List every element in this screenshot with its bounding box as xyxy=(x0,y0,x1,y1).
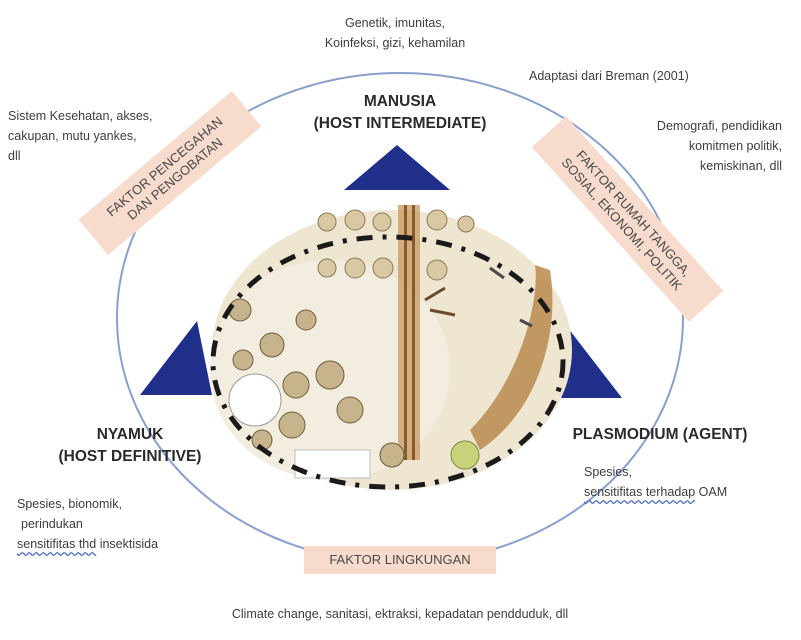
note-bottom-right-tail: OAM xyxy=(699,485,727,499)
note-bottom-left-line-2: perindukan xyxy=(17,514,158,534)
note-bottom-left-tail: insektisida xyxy=(100,537,158,551)
note-right-top-line-2: komitmen politik, xyxy=(586,136,782,156)
node-nyamuk-line-2: (HOST DEFINITIVE) xyxy=(35,446,225,468)
note-left-top-line-2: cakupan, mutu yankes, xyxy=(8,126,153,146)
note-top-center: Genetik, imunitas, Koinfeksi, gizi, keha… xyxy=(290,13,500,53)
note-bottom-right-line-2: sensitifitas terhadap OAM xyxy=(584,482,727,502)
note-left-top: Sistem Kesehatan, akses, cakupan, mutu y… xyxy=(8,106,153,166)
note-bottom-left-underlined: sensitifitas thd xyxy=(17,537,96,551)
note-left-top-line-3: dll xyxy=(8,146,153,166)
node-plasmodium: PLASMODIUM (AGENT) xyxy=(550,424,770,446)
source-note: Adaptasi dari Breman (2001) xyxy=(529,66,689,86)
note-bottom-left-line-1: Spesies, bionomik, xyxy=(17,494,158,514)
note-bottom-right: Spesies, sensitifitas terhadap OAM xyxy=(584,462,727,502)
node-manusia: MANUSIA (HOST INTERMEDIATE) xyxy=(300,91,500,135)
node-nyamuk-line-1: NYAMUK xyxy=(35,424,225,446)
node-nyamuk: NYAMUK (HOST DEFINITIVE) xyxy=(35,424,225,468)
lifecycle-illustration xyxy=(210,205,572,490)
note-left-top-line-1: Sistem Kesehatan, akses, xyxy=(8,106,153,126)
note-top-center-line-2: Koinfeksi, gizi, kehamilan xyxy=(290,33,500,53)
note-bottom-right-underlined: sensitifitas terhadap xyxy=(584,485,695,499)
note-bottom-right-line-1: Spesies, xyxy=(584,462,727,482)
note-bottom: Climate change, sanitasi, ektraksi, kepa… xyxy=(150,604,650,624)
node-manusia-line-2: (HOST INTERMEDIATE) xyxy=(300,113,500,135)
band-lingkungan: FAKTOR LINGKUNGAN xyxy=(304,546,496,574)
triangle-nyamuk xyxy=(140,321,212,395)
note-bottom-left-line-3: sensitifitas thd insektisida xyxy=(17,534,158,554)
note-top-center-line-1: Genetik, imunitas, xyxy=(290,13,500,33)
node-manusia-line-1: MANUSIA xyxy=(300,91,500,113)
note-right-top: Demografi, pendidikan komitmen politik, … xyxy=(586,116,782,176)
triangle-manusia xyxy=(344,145,450,190)
note-bottom-left: Spesies, bionomik, perindukan sensitifit… xyxy=(17,494,158,554)
note-right-top-line-1: Demografi, pendidikan xyxy=(586,116,782,136)
